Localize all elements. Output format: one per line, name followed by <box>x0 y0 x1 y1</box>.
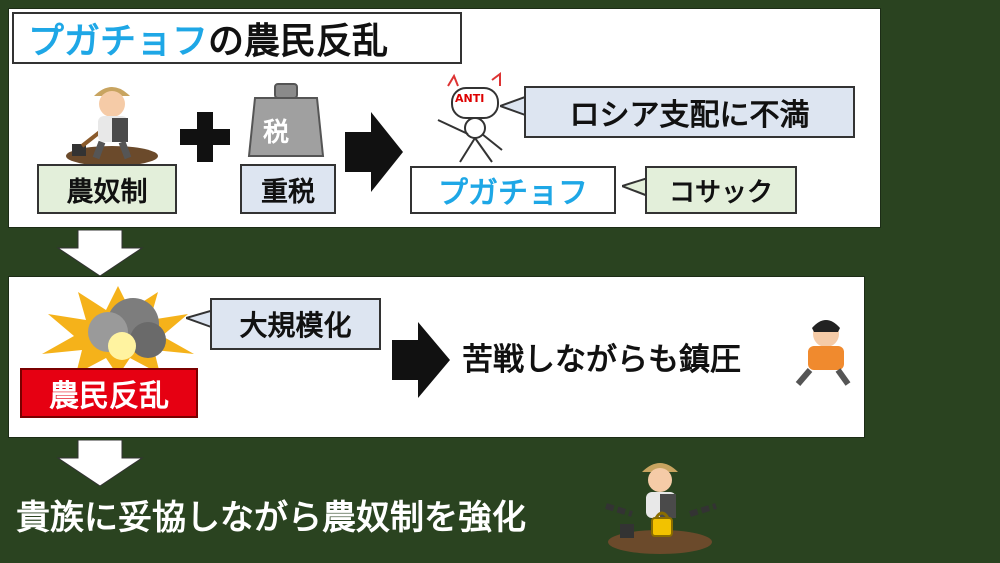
serfdom-box: 農奴制 <box>37 164 177 214</box>
tax-icon-label: 税 <box>263 118 290 148</box>
speech-pointer-2 <box>622 176 648 198</box>
page-title: プガチョフ の農民反乱 <box>12 12 462 64</box>
russia-dissatisfaction-bubble: ロシア支配に不満 <box>524 86 855 138</box>
farmer-icon <box>66 87 158 166</box>
title-rest: の農民反乱 <box>208 21 389 62</box>
large-scale-bubble: 大規模化 <box>210 298 381 350</box>
speech-pointer-1 <box>500 94 528 118</box>
anti-label: ANTI <box>455 92 485 105</box>
arrow-right-icon <box>345 112 403 192</box>
heavy-tax-box: 重税 <box>240 164 336 214</box>
plus-icon <box>180 112 230 162</box>
cossack-bubble: コサック <box>645 166 797 214</box>
tax-weight-icon <box>247 83 325 157</box>
arrow-right-icon <box>392 322 450 398</box>
speech-pointer-3 <box>186 308 214 330</box>
chained-farmer-icon <box>605 463 717 554</box>
peasant-revolt-box: 農民反乱 <box>20 368 198 418</box>
conclusion-text: 貴族に妥協しながら農奴制を強化 <box>16 498 526 538</box>
arrow-down-icon <box>56 440 144 486</box>
pugachev-name: プガチョフ <box>410 166 616 214</box>
title-highlight: プガチョフ <box>28 21 209 62</box>
explosion-icon <box>42 286 194 376</box>
protester-icon <box>437 72 503 163</box>
suppressed-text: 苦戦しながらも鎮圧 <box>462 342 741 378</box>
defeated-person-icon <box>795 320 851 386</box>
arrow-down-icon <box>56 230 144 276</box>
